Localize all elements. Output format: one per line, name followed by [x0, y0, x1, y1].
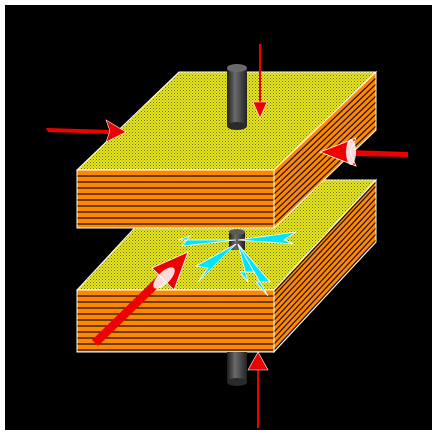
- spark-lower-right: [237, 243, 271, 297]
- upper-plate-side-layers: [274, 77, 376, 225]
- spark-left: [177, 235, 237, 247]
- lower-plate: [75, 178, 378, 354]
- spark-down: [237, 243, 255, 283]
- force-arrow-top: [252, 44, 268, 119]
- lower-plate-side-layers: [274, 181, 376, 351]
- force-arrow-right: [318, 137, 408, 167]
- force-arrow-diagonal: [92, 251, 189, 346]
- upper-plate-front-face: [77, 170, 274, 228]
- lower-plate-front-layers: [77, 295, 274, 351]
- fracture-spark-burst: [177, 231, 297, 297]
- upper-plate-front-layers: [77, 175, 274, 225]
- upper-rod: [227, 64, 247, 130]
- lower-plate-front-face: [77, 290, 274, 352]
- spark-right: [237, 231, 297, 245]
- lower-plate-side-face: [274, 180, 376, 352]
- spark-lower-left: [194, 243, 237, 283]
- force-arrow-bottom: [247, 351, 269, 428]
- lower-rod: [227, 352, 247, 386]
- force-arrow-left: [46, 119, 127, 143]
